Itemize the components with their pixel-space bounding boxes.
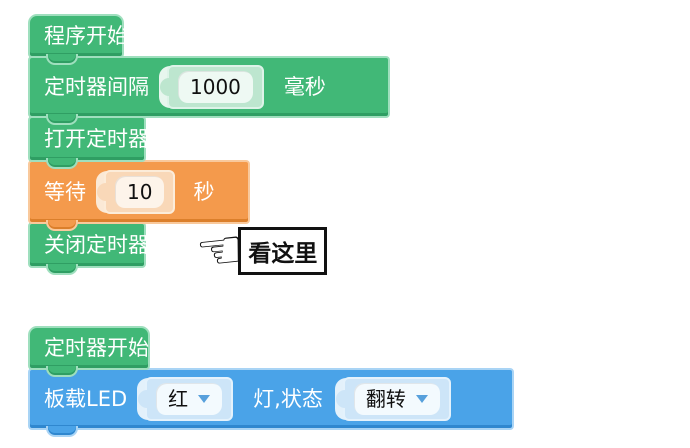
- pointing-hand-icon: ☜: [192, 216, 248, 285]
- block-open-timer[interactable]: 打开定时器: [28, 116, 149, 169]
- annotation-label: 看这里: [238, 227, 328, 275]
- dropdown-selected-value: 翻转: [365, 387, 406, 411]
- block-label: 等待: [44, 179, 86, 204]
- block-bump: [46, 54, 78, 65]
- block-mid-label: 灯,状态: [253, 386, 323, 411]
- block-timer-start[interactable]: 定时器开始: [28, 326, 150, 377]
- block-label: 打开定时器: [44, 126, 149, 151]
- block-wait[interactable]: 等待 10 秒: [28, 160, 250, 231]
- annotation-look-here: ☜ 看这里: [192, 216, 328, 285]
- block-stack-timer-event: 定时器开始 板载LED 红 灯,状态 翻转: [28, 326, 514, 437]
- block-bump: [46, 158, 78, 169]
- block-bump: [46, 264, 78, 275]
- dropdown-value-block[interactable]: 红: [145, 377, 234, 421]
- block-label: 定时器间隔: [44, 74, 149, 99]
- block-program-start[interactable]: 程序开始: [28, 14, 128, 65]
- led-color-dropdown[interactable]: 红: [156, 383, 223, 415]
- block-label: 定时器开始: [44, 335, 149, 360]
- block-label: 程序开始: [44, 23, 128, 48]
- block-close-timer[interactable]: 关闭定时器: [28, 222, 149, 275]
- block-bump: [46, 366, 78, 377]
- wait-seconds-input[interactable]: 10: [115, 176, 165, 208]
- block-label: 板载LED: [44, 386, 128, 411]
- timer-interval-input[interactable]: 1000: [178, 71, 253, 103]
- dropdown-arrow-icon: [415, 395, 428, 403]
- dropdown-arrow-icon: [198, 395, 211, 403]
- block-bump: [46, 220, 78, 231]
- block-unit-label: 毫秒: [283, 74, 326, 99]
- block-label: 关闭定时器: [44, 232, 149, 257]
- block-bump: [46, 426, 78, 437]
- led-state-dropdown[interactable]: 翻转: [353, 383, 440, 415]
- number-value-block[interactable]: 1000: [167, 65, 264, 109]
- block-timer-interval[interactable]: 定时器间隔 1000 毫秒: [28, 56, 390, 125]
- number-value-block[interactable]: 10: [104, 170, 176, 214]
- block-stack-main: 程序开始 定时器间隔 1000 毫秒 打开定时器 等待 10 秒 关: [28, 14, 390, 275]
- dropdown-value-block[interactable]: 翻转: [342, 377, 451, 421]
- block-unit-label: 秒: [193, 179, 215, 204]
- dropdown-selected-value: 红: [168, 387, 189, 411]
- block-onboard-led[interactable]: 板载LED 红 灯,状态 翻转: [28, 368, 514, 437]
- block-bump: [46, 114, 78, 125]
